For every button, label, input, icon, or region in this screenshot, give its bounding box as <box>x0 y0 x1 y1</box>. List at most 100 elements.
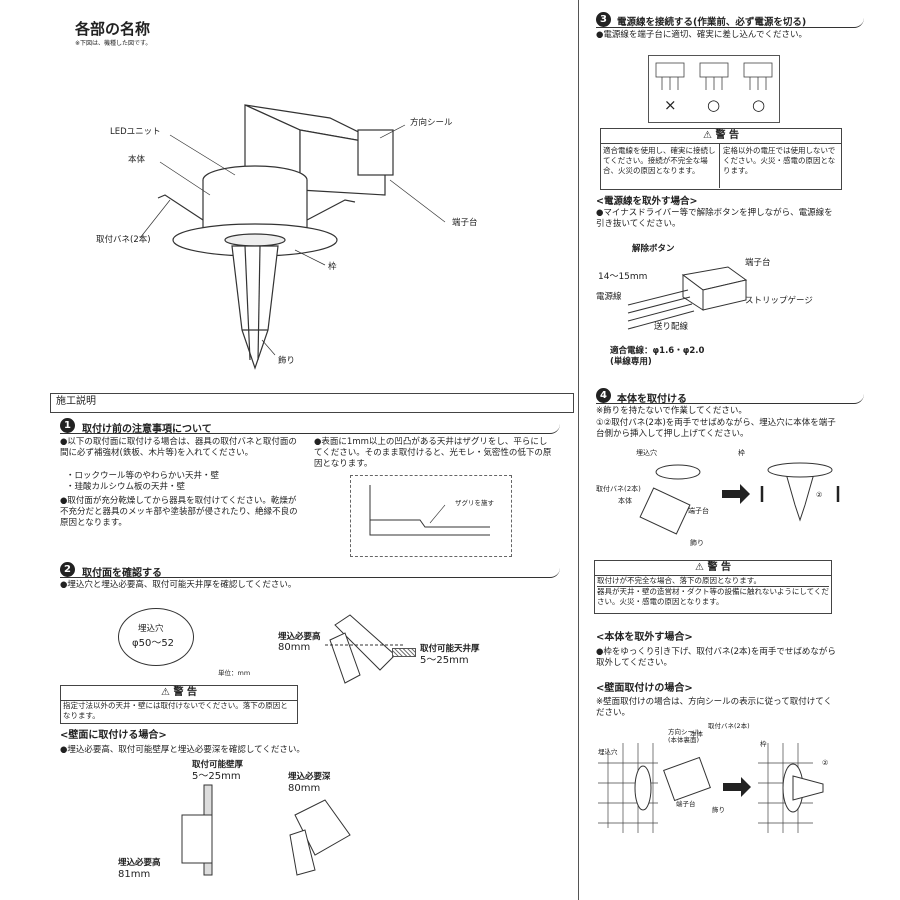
fixture-illustration <box>139 104 446 370</box>
ceiling-thickness-hatch <box>392 648 416 657</box>
unit-label: 単位：mm <box>218 669 251 677</box>
install-terminal-label: 端子台 <box>688 507 709 515</box>
hole-label: 埋込穴 <box>138 624 164 634</box>
wall-side-drawing <box>181 784 213 876</box>
terminal-block-drawing <box>627 266 748 330</box>
label-spring: 取付バネ(2本) <box>96 235 151 245</box>
step2-header <box>60 562 560 578</box>
install-frame-label: 枠 <box>738 449 745 457</box>
step2-warning-title: 警 告 <box>173 687 197 698</box>
step2-warning-box: ⚠ 警 告 指定寸法以外の天井・壁には取付けないでください。落下の原因となります… <box>60 685 298 724</box>
ceiling-mount-drawing <box>325 614 405 684</box>
install-ornament-label: 飾り <box>690 539 704 547</box>
install-body-label: 本体 <box>618 497 632 505</box>
ceiling-thickness-label: 取付可能天井厚 <box>420 644 480 654</box>
wall-spring-label: 取付バネ(2本) <box>708 722 750 730</box>
wall-mount-title: <壁面に取付ける場合> <box>60 730 167 741</box>
wire-single: (単線専用) <box>610 357 652 367</box>
power-line-label: 電源線 <box>596 292 622 302</box>
wall-install-note: ※壁面取付けの場合は、方向シールの表示に従って取付けてください。 <box>596 697 832 718</box>
step1-item2: ・珪酸カルシウム板の天井・壁 <box>66 482 186 492</box>
wall-thick-value: 5〜25mm <box>192 771 241 782</box>
hole-size: φ50〜52 <box>132 638 175 649</box>
step1-number: 1 <box>60 418 75 433</box>
req-height-value: 80mm <box>278 642 311 653</box>
step1-bullet1: ●以下の取付面に取付ける場合は、器具の取付バネと取付面の間に必ず補強材(鉄板、木… <box>60 437 297 458</box>
step4-warning-title: 警 告 <box>707 562 731 573</box>
step1-bullet3: ●表面に1mm以上の凹凸がある天井はザグリをし、平らにしてください。そのまま取付… <box>314 437 552 469</box>
step4-number: 4 <box>596 388 611 403</box>
wall-height-value: 81mm <box>118 869 151 880</box>
step1-header <box>60 418 560 434</box>
mark-ok-1: ○ <box>707 96 721 114</box>
wall-height-label: 埋込必要高 <box>118 858 161 868</box>
step3-title: 電源線を接続する(作業前、必ず電源を切る) <box>617 17 807 28</box>
warning-triangle-icon: ⚠ <box>161 687 170 698</box>
zaguri-label: ザグリを施す <box>455 499 494 507</box>
zaguri-drawing <box>369 485 490 536</box>
release-button-label: 解除ボタン <box>632 244 675 254</box>
remove-wire-bullet: ●マイナスドライバー等で解除ボタンを押しながら、電源線を引き抜いてください。 <box>596 208 833 229</box>
step1-title: 取付け前の注意事項について <box>82 424 212 435</box>
step2-title: 取付面を確認する <box>82 568 162 579</box>
parts-title: 各部の名称 <box>75 20 151 38</box>
wire-spec: 適合電線：φ1.6・φ2.0 <box>610 346 705 356</box>
wall-mount-bullet: ●埋込必要高、取付可能壁厚と埋込必要深を確認してください。 <box>60 745 305 755</box>
column-divider <box>578 0 579 900</box>
step4-title: 本体を取付ける <box>617 394 687 405</box>
req-height-label: 埋込必要高 <box>278 632 321 642</box>
instructions-header <box>50 393 574 413</box>
label-led-unit: LEDユニット <box>110 127 161 137</box>
step3-warning-right: 定格以外の電圧では使用しないでください。火災・感電の原因となります。 <box>723 146 836 175</box>
step4-warning-text2: 器具が天井・壁の造営材・ダクト等の設備に触れないようにしてください。火災・感電の… <box>597 587 829 606</box>
label-body: 本体 <box>128 155 146 165</box>
step4-note2: ①②取付バネ(2本)を両手でせばめながら、埋込穴に本体を端子台側から挿入して押し… <box>596 418 836 439</box>
step4-header <box>596 388 864 404</box>
connection-diagram-box <box>648 55 780 123</box>
ceiling-thickness-value: 5〜25mm <box>420 655 469 666</box>
wall-depth-label: 埋込必要深 <box>288 772 331 782</box>
remove-wire-title: <電源線を取外す場合> <box>596 196 698 207</box>
step3-number: 3 <box>596 12 611 27</box>
label-direction-seal: 方向シール <box>410 118 453 128</box>
step2-number: 2 <box>60 562 75 577</box>
strip-length: 14〜15mm <box>598 272 648 282</box>
step3-warning-box: ⚠ 警 告 適合電線を使用し、確実に接続してください。接続が不完全な場合、火災の… <box>600 128 842 190</box>
install-spring-label: 取付バネ(2本) <box>596 485 641 493</box>
step3-bullet1: ●電源線を端子台に適切、確実に差し込んでください。 <box>596 30 807 40</box>
wall-hole-label: 埋込穴 <box>598 748 618 756</box>
wall-frame-label: 枠 <box>760 740 767 748</box>
label-terminal: 端子台 <box>452 218 478 228</box>
warning-triangle-icon: ⚠ <box>703 130 712 141</box>
connection-terminals <box>655 62 773 90</box>
wall-depth-value: 80mm <box>288 783 321 794</box>
step3-header <box>596 12 864 28</box>
zaguri-figure-box <box>350 475 512 557</box>
wall-install-drawing <box>598 743 824 833</box>
remove-body-title: <本体を取外す場合> <box>596 632 693 643</box>
mark-ok-2: ○ <box>752 96 766 114</box>
install-steps-drawing <box>639 462 840 535</box>
wall-direction-seal-sub: (本体裏面) <box>668 736 700 744</box>
wall-thick-label: 取付可能壁厚 <box>192 760 244 770</box>
step2-warning-text: 指定寸法以外の天井・壁には取付けないでください。落下の原因となります。 <box>63 701 288 720</box>
strip-gauge-label: ストリップゲージ <box>745 296 813 306</box>
wall-circled-2: ② <box>822 759 829 767</box>
step1-bullet2: ●取付面が充分乾燥してから器具を取付けてください。乾燥が不充分だと器具のメッキ部… <box>60 496 298 528</box>
step3-warning-left: 適合電線を使用し、確実に接続してください。接続が不完全な場合、火災の原因となりま… <box>603 146 716 175</box>
install-hole-label: 埋込穴 <box>636 449 657 457</box>
wall-ornament-label: 飾り <box>712 806 725 814</box>
wall-install-title: <壁面取付けの場合> <box>596 683 693 694</box>
step4-warning-text1: 取付けが不完全な場合、落下の原因となります。 <box>597 576 829 587</box>
step2-bullet1: ●埋込穴と埋込必要高、取付可能天井厚を確認してください。 <box>60 580 297 590</box>
step4-warning-box: ⚠ 警 告 取付けが不完全な場合、落下の原因となります。 器具が天井・壁の造営材… <box>594 560 832 614</box>
warning-triangle-icon: ⚠ <box>695 562 704 573</box>
wall-direction-seal-label: 方向シール <box>668 728 701 736</box>
step3-warning-title: 警 告 <box>715 130 739 141</box>
label-frame: 枠 <box>328 262 337 272</box>
wall-angle-drawing <box>289 799 351 876</box>
wall-terminal-label: 端子台 <box>676 800 696 808</box>
step1-item1: ・ロックウール等のやわらかい天井・壁 <box>66 471 220 481</box>
instructions-title: 施工説明 <box>56 396 96 407</box>
feed-line-label: 送り配線 <box>654 322 689 332</box>
